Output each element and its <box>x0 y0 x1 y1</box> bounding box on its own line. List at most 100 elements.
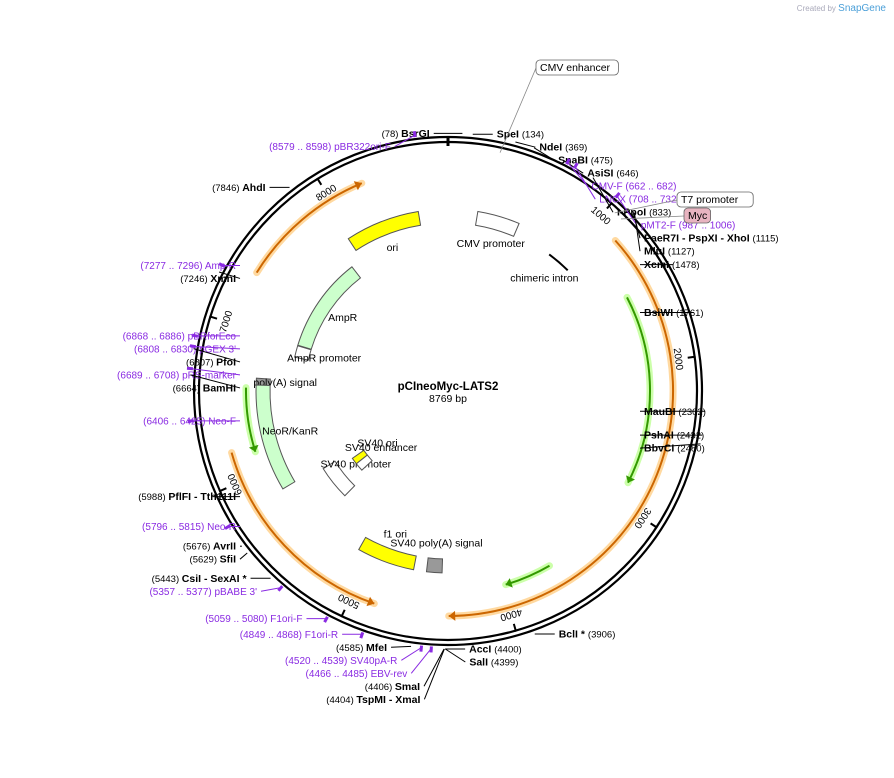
enzyme-position: (5443) <box>152 574 182 585</box>
enzyme-position: (369) <box>565 143 587 154</box>
scale-tick <box>687 355 696 359</box>
primer-site <box>218 262 226 268</box>
enzyme-leader <box>423 648 445 700</box>
primer-position: (662 .. 682) <box>625 182 676 193</box>
primer-label: (5357 .. 5377) pBABE 3' <box>149 587 257 598</box>
enzyme-name: AvrII <box>213 541 236 553</box>
enzyme-label: (78) BsrGI <box>382 128 430 140</box>
orf-arc <box>230 452 375 605</box>
enzyme-label: PaeR7I - PspXI - XhoI (1115) <box>644 233 779 245</box>
enzyme-leader <box>633 212 641 252</box>
primer-label: (4520 .. 4539) SV40pA-R <box>285 656 397 667</box>
feature-label: CMV promoter <box>457 238 526 250</box>
enzyme-label: NdeI (369) <box>539 142 587 154</box>
feature-label: SV40 poly(A) signal <box>390 537 482 549</box>
enzyme-label: MauBI (2302) <box>644 406 706 418</box>
enzyme-leader <box>592 177 614 213</box>
enzyme-leader <box>515 141 536 148</box>
enzyme-position: (1761) <box>676 308 703 319</box>
primer-position: (5796 .. 5815) <box>142 522 207 533</box>
primer-site <box>412 130 417 138</box>
primer-position: (4520 .. 4539) <box>285 656 350 667</box>
enzyme-position: (6664) <box>173 383 203 394</box>
feature-label: SV40 ori <box>357 438 397 450</box>
feature-block <box>294 345 312 361</box>
primer-site <box>189 344 197 349</box>
enzyme-leader <box>193 348 241 363</box>
enzyme-name: AhdI <box>242 182 265 194</box>
feature-label: ori <box>387 242 399 254</box>
primer-site <box>565 158 571 165</box>
feature-block <box>355 454 373 471</box>
plasmid-size: 8769 bp <box>429 393 467 405</box>
enzyme-label: SnaBI (475) <box>558 155 613 167</box>
feature-block <box>255 377 271 387</box>
enzyme-leader <box>190 374 241 389</box>
orf-arrowhead <box>366 596 375 607</box>
primer-site <box>614 191 621 199</box>
feature-label: f1 ori <box>384 528 407 540</box>
enzyme-label: (5676) AvrII <box>183 541 236 553</box>
scale-tick-label: 1000 <box>588 205 612 228</box>
enzyme-leader <box>239 552 248 560</box>
primer-name: Amp-R <box>205 261 236 272</box>
enzyme-position: (4585) <box>336 643 366 654</box>
primer-label: (5796 .. 5815) Neo-R <box>142 522 236 533</box>
enzyme-leader <box>218 271 241 279</box>
primer-leader <box>574 166 596 200</box>
feature-label: SV40 promoter <box>321 458 392 470</box>
feature-label: chimeric intron <box>510 272 578 284</box>
primer-leader <box>394 134 416 147</box>
enzyme-position: (5988) <box>138 492 168 503</box>
primer-position: (6406 .. 6425) <box>143 416 208 427</box>
orf-arrowhead <box>448 610 456 621</box>
enzyme-label: (6664) BamHI <box>173 382 236 394</box>
feature-block <box>322 460 356 497</box>
boxed-feature-label: T7 promoter <box>681 194 739 206</box>
primer-label: (5059 .. 5080) F1ori-F <box>205 614 302 625</box>
enzyme-label: BclI * (3906) <box>559 628 616 640</box>
primer-position: (5357 .. 5377) <box>149 587 214 598</box>
boxed-leader <box>620 215 685 220</box>
primer-site <box>359 631 365 639</box>
enzyme-name: CsiI - SexAI * <box>182 573 248 585</box>
primer-label: (6868 .. 6886) pBRforEco <box>123 331 237 342</box>
enzyme-label: (4406) SmaI <box>365 681 420 693</box>
feature-block <box>351 449 369 465</box>
primer-label: (4466 .. 4485) EBV-rev <box>306 669 408 680</box>
feature-label: AmpR promoter <box>287 353 362 365</box>
enzyme-position: (646) <box>616 169 638 180</box>
scale-tick <box>218 487 227 493</box>
enzyme-position: (134) <box>522 130 544 141</box>
feature-intron <box>548 253 569 272</box>
primer-site <box>572 162 579 170</box>
orf-halo <box>445 237 677 620</box>
enzyme-position: (3906) <box>588 629 615 640</box>
enzyme-label: (7846) AhdI <box>212 182 266 194</box>
credit-prefix: Created by <box>796 4 836 13</box>
enzyme-position: (1478) <box>672 260 699 271</box>
primer-site <box>323 616 329 623</box>
enzyme-label: (4404) TspMI - XmaI <box>326 694 420 706</box>
feature-label: SV40 enhancer <box>345 442 418 454</box>
green-arrowhead <box>626 475 636 483</box>
backbone-outer-ring <box>192 135 704 647</box>
boxed-feature-box <box>676 191 754 208</box>
feature-block <box>474 210 520 237</box>
primer-position: (6689 .. 6708) <box>117 370 182 381</box>
green-arc <box>626 296 651 484</box>
boxed-feature-label: Myc <box>688 210 707 222</box>
enzyme-name: TspMI - XmaI <box>356 694 420 706</box>
enzyme-name: PfoI <box>216 356 236 368</box>
primer-site <box>224 524 231 530</box>
enzyme-position: (7846) <box>212 183 242 194</box>
enzyme-label: XcmI (1478) <box>644 259 699 271</box>
primer-name: F1ori-F <box>270 614 302 625</box>
primer-name: EBV-rev <box>371 669 408 680</box>
enzyme-position: (2480) <box>677 444 704 455</box>
primer-name: pBABE 3' <box>215 587 258 598</box>
enzyme-name: MfeI <box>366 642 387 654</box>
primer-label: CMV-F (662 .. 682) <box>591 182 676 193</box>
